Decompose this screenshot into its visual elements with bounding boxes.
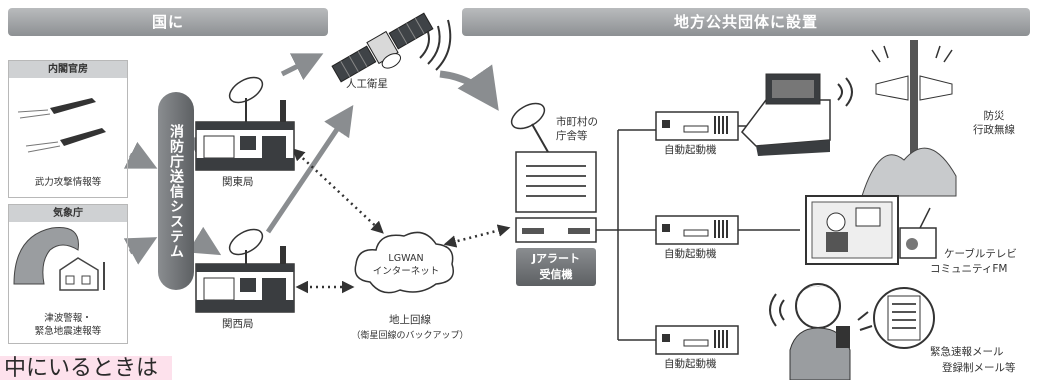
auto-start-device-icon <box>655 111 739 141</box>
loudspeaker-tower-icon <box>861 40 957 197</box>
signal-waves-icon <box>769 293 873 331</box>
ground-line-label: 地上回線 <box>389 314 431 326</box>
jalert-receiver: Jアラート 受信機 <box>516 248 596 286</box>
municipal-building-icon <box>510 102 597 243</box>
disaster-radio-label-line2: 行政無線 <box>973 124 1015 136</box>
jma-panel: 気象庁 <box>8 204 128 344</box>
cabinet-panel: 内閣官房 <box>8 60 128 198</box>
arrow-kanto-to-satellite <box>280 53 324 81</box>
satellite-label: 人工衛星 <box>346 78 388 90</box>
disaster-radio-label-line1: 防災 <box>983 110 1005 122</box>
national-banner: 国に <box>8 8 328 36</box>
emergency-mail-label-line2: 登録制メール等 <box>942 362 1016 374</box>
person-with-phone-icon <box>789 283 851 380</box>
bottom-heading: 中にいるときは <box>0 356 173 381</box>
local-government-banner: 地方公共団体に設置 <box>462 8 1030 36</box>
fdma-transmission-system: 消防庁送信システム <box>158 92 194 290</box>
missile-icon <box>17 98 106 153</box>
arrow-cabinet-to-system <box>123 141 158 169</box>
jma-caption-line2: 緊急地震速報等 <box>34 326 102 337</box>
kansai-station-icon <box>195 228 295 313</box>
distribution-lines <box>596 125 800 341</box>
lgwan-label-line1: LGWAN <box>388 253 424 264</box>
auto-start-device-icon <box>655 325 739 355</box>
broadcast-console-icon <box>741 73 831 156</box>
ground-line-note: （衛星回線のバックアップ） <box>351 331 469 341</box>
jma-panel-title: 気象庁 <box>9 205 127 222</box>
cabinet-panel-title: 内閣官房 <box>9 61 127 78</box>
kanto-station-label: 関東局 <box>222 176 254 188</box>
municipal-office-label-line1: 市町村の <box>556 116 598 128</box>
cable-tv-label-line2: コミュニティFM <box>930 263 1008 275</box>
jma-caption-line1: 津波警報・ <box>44 313 92 324</box>
emergency-mail-label-line1: 緊急速報メール <box>930 346 1004 358</box>
jalert-label-line2: 受信機 <box>539 268 573 281</box>
dotted-kanto-lgwan <box>292 148 384 234</box>
television-icon <box>805 195 937 265</box>
cable-tv-label-line1: ケーブルテレビ <box>944 248 1017 260</box>
phone-screen-icon <box>873 287 935 349</box>
signal-waves-icon <box>837 77 853 107</box>
auto-start-label: 自動起動機 <box>664 144 717 156</box>
jalert-label-line1: Jアラート <box>531 252 581 265</box>
cabinet-caption: 武力攻撃情報等 <box>34 177 102 188</box>
arrow-satellite-to-municipal <box>439 64 499 111</box>
lgwan-label-line2: インターネット <box>372 266 440 277</box>
tsunami-house-icon <box>13 226 105 291</box>
lgwan-cloud-icon <box>354 231 454 294</box>
dotted-lgwan-jalert <box>443 224 511 248</box>
auto-start-device-icon <box>655 215 739 245</box>
signal-waves-icon <box>871 45 953 63</box>
auto-start-label: 自動起動機 <box>664 248 717 260</box>
kansai-station-label: 関西局 <box>222 318 254 330</box>
arrow-system-to-kansai <box>187 226 222 256</box>
auto-start-label: 自動起動機 <box>664 358 717 370</box>
satellite-icon <box>331 12 434 83</box>
arrow-jma-to-system <box>123 237 158 265</box>
municipal-office-label-line2: 庁舎等 <box>556 130 588 142</box>
kanto-station-icon <box>195 76 295 171</box>
signal-waves-icon <box>419 19 452 71</box>
